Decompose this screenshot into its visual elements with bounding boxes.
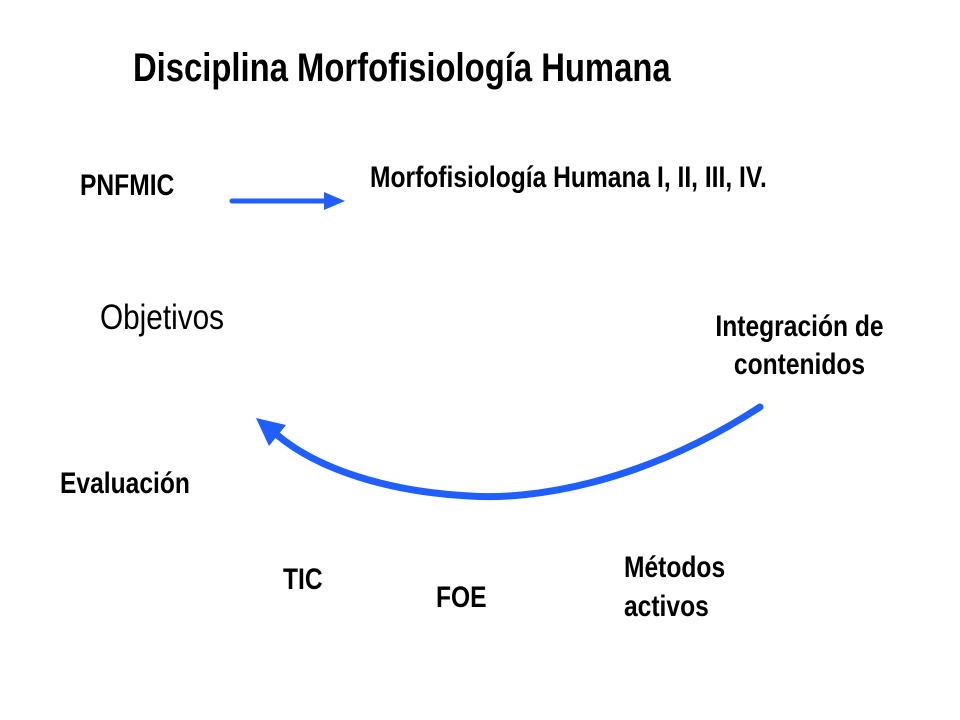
slide-title: Disciplina Morfofisiología Humana bbox=[133, 46, 671, 90]
straight-arrow bbox=[229, 192, 345, 210]
program-label: PNFMIC bbox=[80, 169, 175, 202]
courses-label: Morfofisiología Humana I, II, III, IV. bbox=[370, 161, 767, 194]
curved-arrow bbox=[256, 403, 764, 501]
integration-line-1: Integración de bbox=[715, 310, 884, 343]
active-methods-label: Métodos activos bbox=[624, 548, 780, 626]
curved-arrow-shaft bbox=[272, 403, 764, 501]
active-methods-line-2: activos bbox=[624, 590, 709, 623]
curved-arrow-head bbox=[256, 418, 286, 446]
evaluation-label: Evaluación bbox=[60, 467, 190, 500]
foe-label: FOE bbox=[436, 581, 487, 614]
straight-arrow-head bbox=[324, 192, 345, 210]
integration-label: Integración de contenidos bbox=[687, 308, 913, 383]
objectives-label: Objetivos bbox=[100, 298, 225, 337]
ict-label: TIC bbox=[283, 563, 323, 596]
active-methods-line-1: Métodos bbox=[624, 551, 726, 584]
integration-line-2: contenidos bbox=[733, 347, 866, 381]
